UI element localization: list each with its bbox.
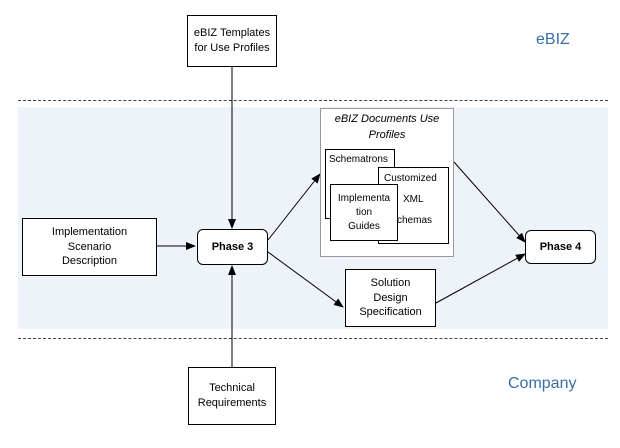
solution-design-box: Solution Design Specification [345, 269, 436, 327]
implementation-scenario-box: Implementation Scenario Description [22, 218, 157, 276]
zone-label-ebiz: eBIZ [536, 31, 570, 48]
use-profiles-title: eBIZ Documents Use Profiles [334, 113, 440, 141]
zone-label-company: Company [508, 375, 577, 392]
zone-divider-top [18, 100, 608, 101]
arrow-phase3-to-profiles [267, 173, 321, 241]
arrow-solution-to-phase4 [435, 253, 526, 304]
phase3-box: Phase 3 [197, 229, 268, 265]
doc-customized-label: Customized [384, 173, 437, 184]
phase4-box: Phase 4 [525, 230, 596, 264]
doc-schemas-label: chemas [397, 215, 433, 226]
doc-schematrons-label: Schematrons [329, 154, 388, 165]
technical-requirements-box: Technical Requirements [188, 367, 276, 425]
doc-implementation-guides: Implementa tion Guides [330, 184, 398, 241]
zone-divider-bottom [18, 338, 608, 339]
doc-xml-label: XML [403, 194, 424, 205]
ebiz-templates-box: eBIZ Templates for Use Profiles [187, 15, 277, 67]
arrow-phase3-to-solution [267, 251, 344, 308]
arrow-profiles-to-phase4 [453, 161, 526, 243]
